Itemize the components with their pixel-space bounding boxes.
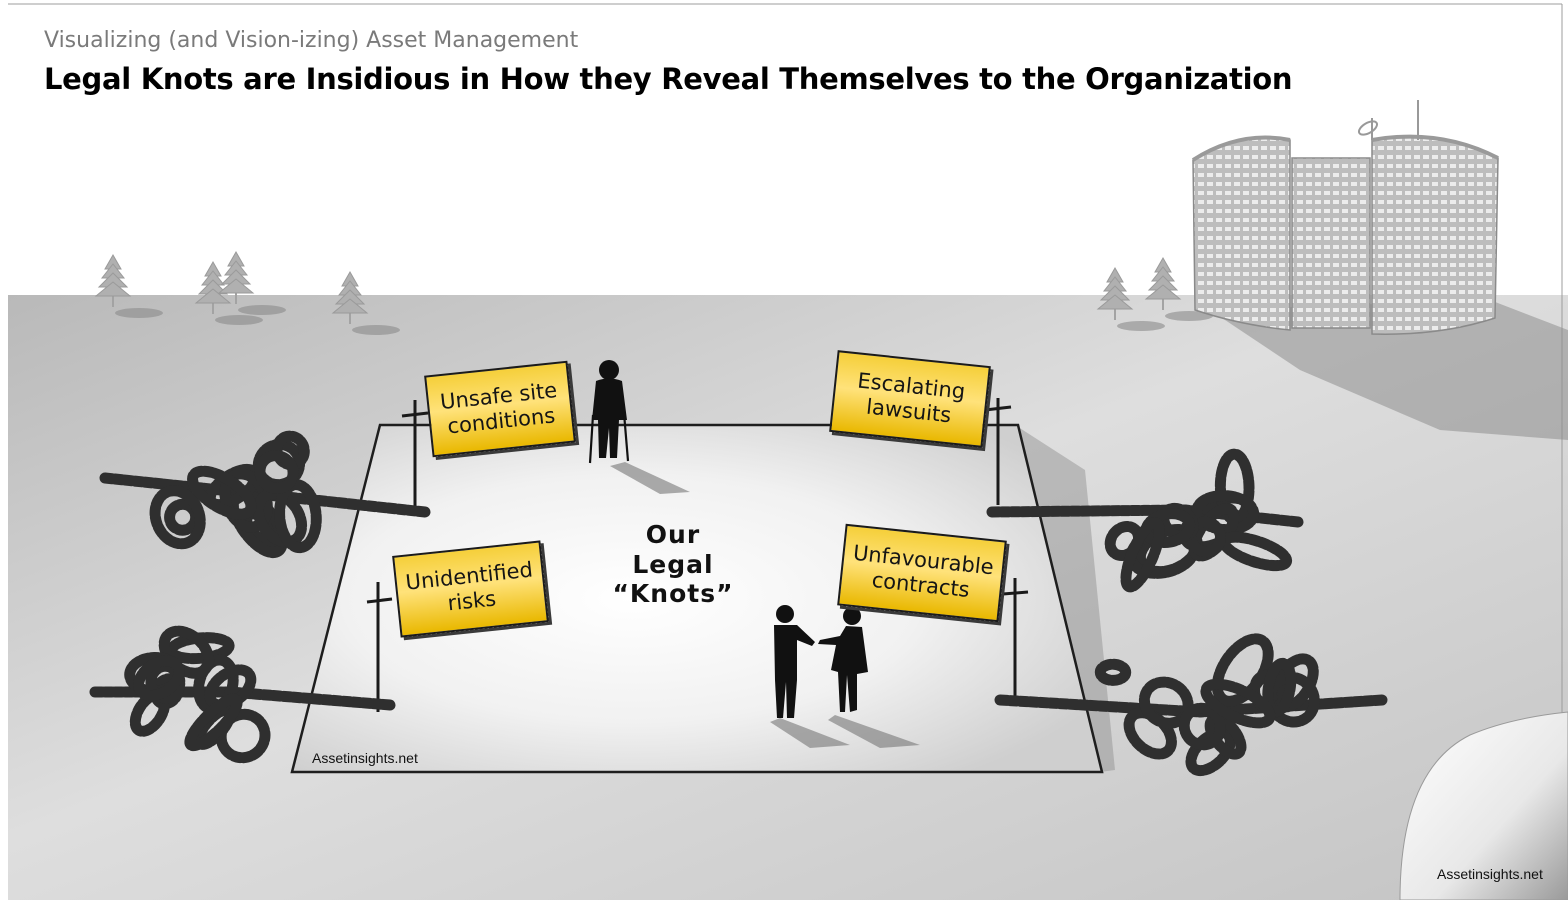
- tree-group: [94, 250, 1213, 335]
- board-credit: Assetinsights.net: [312, 750, 418, 766]
- tree-icon: [94, 253, 163, 318]
- sign-unfavourable-contracts: Unfavourable contracts: [837, 523, 1007, 623]
- handshake-icon: [770, 605, 920, 748]
- tree-icon: [194, 260, 263, 325]
- sign-escalating-lawsuits: Escalating lawsuits: [829, 350, 991, 448]
- rope-knots: [89, 430, 1388, 777]
- office-building-icon: [1191, 100, 1499, 335]
- page-title: Legal Knots are Insidious in How they Re…: [44, 62, 1293, 96]
- tree-icon: [1144, 256, 1213, 321]
- rope-knot-icon: [994, 633, 1388, 777]
- page-credit: Assetinsights.net: [1437, 866, 1543, 882]
- rope-knot-icon: [986, 448, 1304, 593]
- rope-knot-icon: [99, 430, 431, 559]
- page-curl: [1399, 711, 1568, 900]
- person-on-crutches-icon: [588, 360, 690, 494]
- page-subtitle: Visualizing (and Vision-izing) Asset Man…: [44, 28, 579, 53]
- legal-board: [290, 423, 1104, 774]
- rope-knot-icon: [89, 625, 396, 764]
- tree-icon: [331, 270, 400, 335]
- center-label-legal-knots: Our Legal “Knots”: [612, 520, 734, 608]
- sign-posts: [366, 398, 1029, 712]
- tree-icon: [217, 250, 286, 315]
- sign-unsafe-site-conditions: Unsafe site conditions: [424, 360, 576, 458]
- tree-icon: [1096, 266, 1165, 331]
- sign-unidentified-risks: Unidentified risks: [392, 540, 549, 638]
